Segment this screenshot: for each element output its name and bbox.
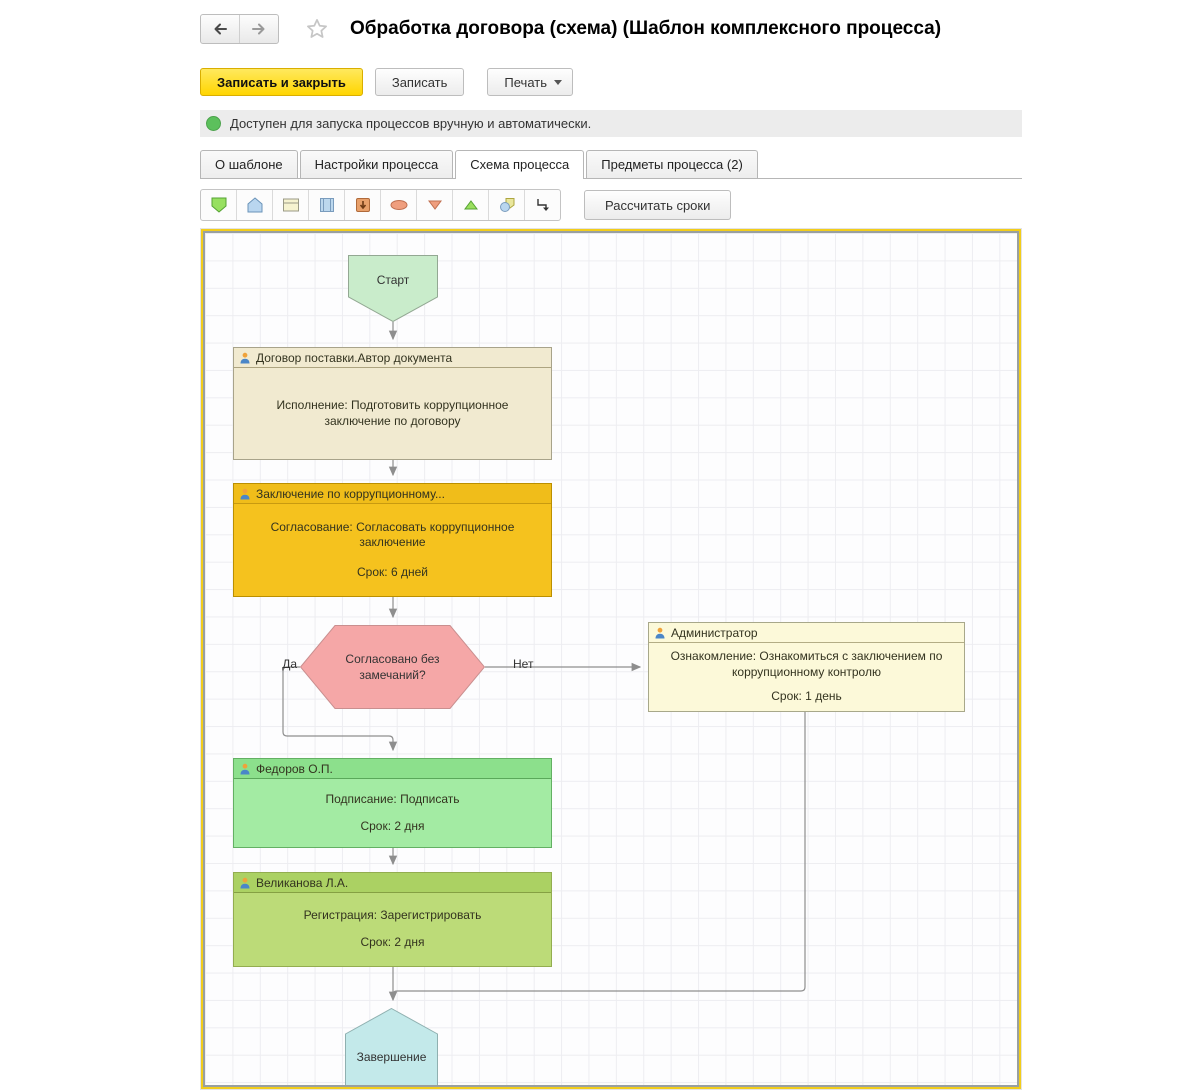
task-body: Исполнение: Подготовить коррупционное за…: [234, 368, 551, 459]
start-node[interactable]: Старт: [348, 255, 438, 322]
person-icon: [240, 763, 250, 774]
tab-process-schema[interactable]: Схема процесса: [455, 150, 585, 179]
task-term-text: Срок: 2 дня: [360, 818, 425, 833]
canvas-grid: Старт Договор поставки.Автор документа И…: [205, 233, 1017, 1085]
window-header: Обработка договора (схема) (Шаблон компл…: [200, 14, 941, 44]
task-action-text: Исполнение: Подготовить коррупционное за…: [276, 397, 509, 428]
forward-button[interactable]: [239, 15, 278, 43]
embedded-process-shape-icon[interactable]: [344, 190, 380, 220]
person-icon: [240, 488, 250, 499]
save-button[interactable]: Записать: [374, 68, 465, 96]
page-title: Обработка договора (схема) (Шаблон компл…: [350, 18, 942, 39]
task-term-text: Срок: 2 дня: [360, 935, 425, 949]
connector-line-icon[interactable]: [524, 190, 560, 220]
person-icon: [240, 352, 250, 363]
task-node-registration[interactable]: Великанова Л.А. Регистрация: Зарегистрир…: [233, 872, 552, 967]
subprocess-shape-icon[interactable]: [308, 190, 344, 220]
print-button[interactable]: Печать: [487, 68, 573, 96]
edge-label-yes: Да: [282, 657, 297, 671]
status-green-dot-icon: [206, 116, 221, 131]
condition-shape: [300, 625, 485, 709]
print-button-label: Печать: [504, 74, 547, 90]
task-term-text: Срок: 1 день: [771, 689, 842, 704]
canvas-gray-border: Старт Договор поставки.Автор документа И…: [203, 231, 1019, 1087]
task-header: Договор поставки.Автор документа: [234, 348, 551, 368]
forward-arrow-icon: [252, 23, 265, 35]
split-shape-icon[interactable]: [416, 190, 452, 220]
task-node-agreement[interactable]: Заключение по коррупционному... Согласов…: [233, 483, 552, 597]
status-message: Доступен для запуска процессов вручную и…: [230, 116, 592, 131]
task-body: Подписание: Подписать Срок: 2 дня: [234, 779, 551, 847]
person-icon: [240, 877, 250, 888]
merge-shape-icon[interactable]: [452, 190, 488, 220]
condition-shape-icon[interactable]: [380, 190, 416, 220]
task-header: Федоров О.П.: [234, 759, 551, 779]
finish-shape-icon[interactable]: [236, 190, 272, 220]
task-header: Заключение по коррупционному...: [234, 484, 551, 504]
canvas-gold-border: Старт Договор поставки.Автор документа И…: [201, 229, 1021, 1089]
processing-shape-icon[interactable]: [488, 190, 524, 220]
finish-node-label: Завершение: [356, 1050, 427, 1064]
status-bar: Доступен для запуска процессов вручную и…: [200, 110, 1022, 137]
task-assignee: Федоров О.П.: [256, 761, 333, 776]
schema-toolbar: Рассчитать сроки: [200, 189, 732, 221]
task-node-signing[interactable]: Федоров О.П. Подписание: Подписать Срок:…: [233, 758, 552, 848]
calculate-terms-button[interactable]: Рассчитать сроки: [584, 190, 732, 220]
tab-bar: О шаблоне Настройки процесса Схема проце…: [200, 149, 1022, 179]
person-icon: [655, 627, 665, 638]
schema-canvas[interactable]: Старт Договор поставки.Автор документа И…: [200, 228, 1022, 1090]
task-assignee: Великанова Л.А.: [256, 875, 349, 890]
history-nav: [200, 14, 279, 44]
favorite-star-icon[interactable]: [303, 15, 331, 43]
finish-shape: [345, 1008, 438, 1085]
back-button[interactable]: [201, 15, 239, 43]
task-body: Согласование: Согласовать коррупционное …: [234, 504, 551, 596]
task-header: Великанова Л.А.: [234, 873, 551, 893]
task-action-text: Ознакомление: Ознакомиться с заключением…: [670, 649, 943, 679]
task-assignee: Заключение по коррупционному...: [256, 486, 445, 501]
start-node-label: Старт: [376, 273, 410, 287]
task-node-execution[interactable]: Договор поставки.Автор документа Исполне…: [233, 347, 552, 460]
task-action-text: Согласование: Согласовать коррупционное …: [270, 519, 515, 550]
command-bar: Записать и закрыть Записать Печать: [200, 67, 573, 97]
task-body: Регистрация: Зарегистрировать Срок: 2 дн…: [234, 893, 551, 966]
task-body: Ознакомление: Ознакомиться с заключением…: [649, 643, 964, 711]
back-arrow-icon: [214, 23, 227, 35]
task-assignee: Администратор: [671, 625, 758, 640]
connector-lines: [282, 322, 806, 1002]
task-term-text: Срок: 6 дней: [357, 564, 428, 579]
save-and-close-button[interactable]: Записать и закрыть: [200, 68, 363, 96]
shape-palette: [200, 189, 561, 221]
task-action-text: Подписание: Подписать: [325, 791, 460, 806]
tab-process-settings[interactable]: Настройки процесса: [299, 150, 454, 178]
tab-about-template[interactable]: О шаблоне: [200, 150, 298, 178]
action-shape-icon[interactable]: [272, 190, 308, 220]
condition-question: Согласовано без замечаний?: [345, 652, 440, 683]
finish-node[interactable]: Завершение: [345, 1008, 438, 1085]
condition-node[interactable]: Согласовано без замечаний?: [300, 625, 485, 709]
start-shape: [348, 255, 438, 322]
task-action-text: Регистрация: Зарегистрировать: [303, 908, 482, 923]
chevron-down-icon: [554, 79, 562, 85]
tab-process-subjects[interactable]: Предметы процесса (2): [586, 150, 758, 178]
task-header: Администратор: [649, 623, 964, 643]
task-assignee: Договор поставки.Автор документа: [256, 350, 453, 365]
task-node-review[interactable]: Администратор Ознакомление: Ознакомиться…: [648, 622, 965, 712]
edge-label-no: Нет: [513, 657, 534, 671]
start-shape-icon[interactable]: [201, 190, 236, 220]
